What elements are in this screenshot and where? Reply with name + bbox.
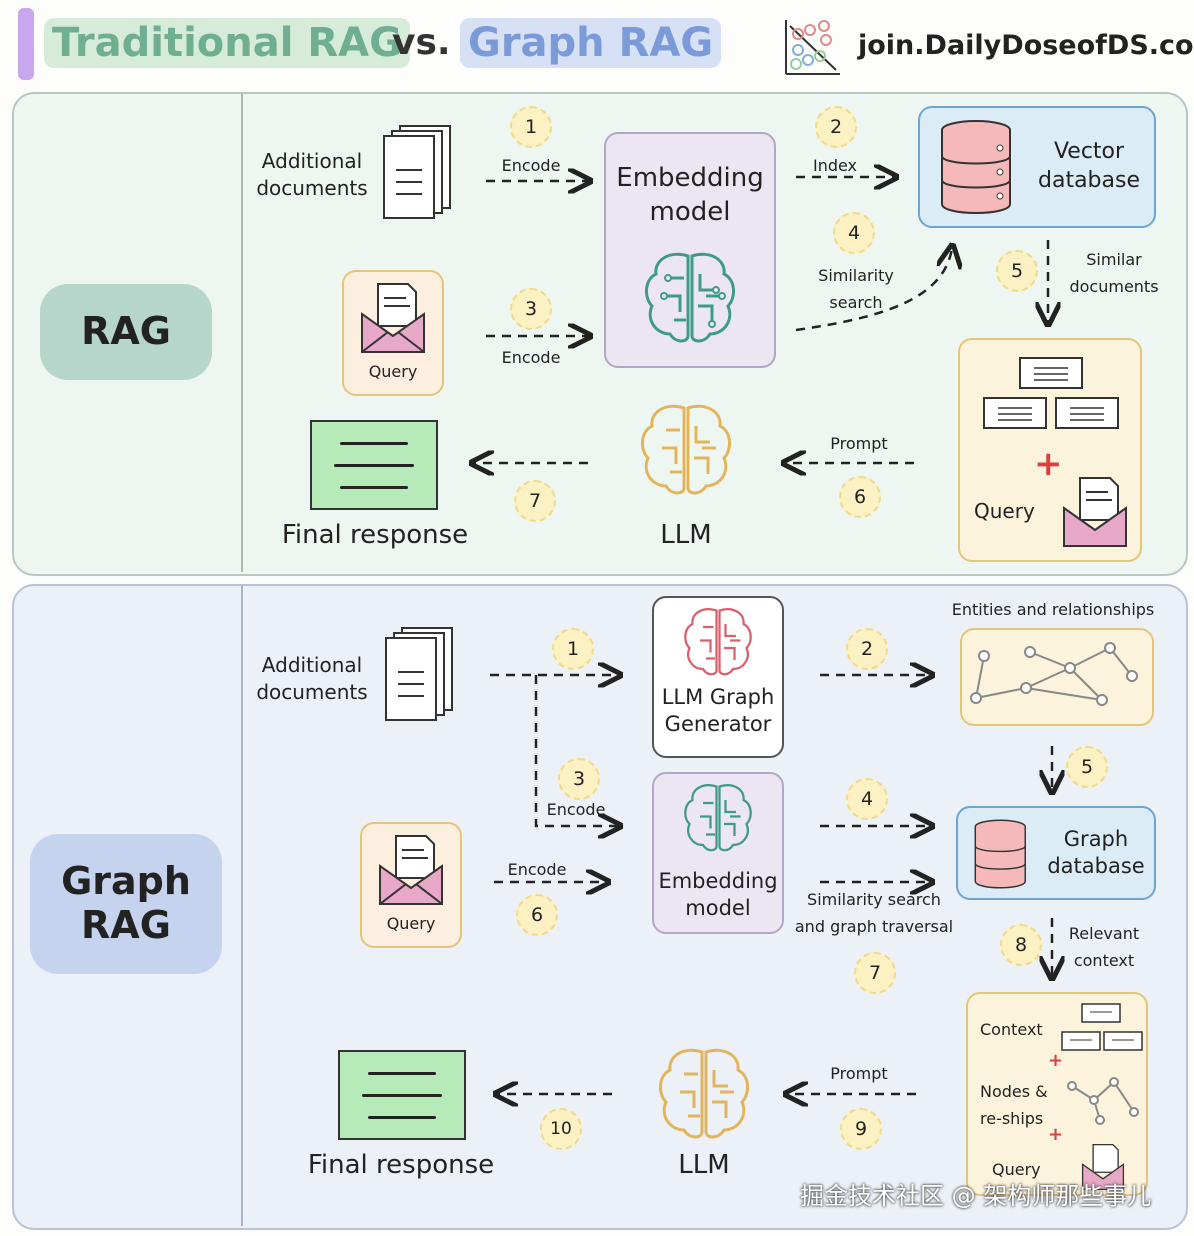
graph-network-icon [1067,1077,1139,1125]
graph-database-box: Graph database [956,806,1156,900]
relevant-context-label: Relevant context [1068,924,1140,971]
graph-query-label: Query [386,914,436,933]
graph-step-4-badge: 4 [846,778,888,820]
graph-final-response-label: Final response [307,1150,495,1180]
envelope-icon [379,835,443,905]
rag-final-response-card [310,420,438,510]
rag-final-response-label: Final response [281,520,469,550]
documents-icon [382,626,456,722]
plus-icon: + [1048,1124,1064,1145]
graph-network-icon [970,642,1138,706]
graph-llm-label: LLM [678,1150,730,1180]
rag-divider [241,94,243,572]
similarity-traversal-label: Similarity search and graph traversal [794,890,954,937]
rag-section-label: RAG [40,284,212,380]
rag-step-5-badge: 5 [996,250,1038,292]
graph-additional-docs-label: Additional documents [256,653,368,704]
rag-step-4-badge: 4 [833,212,875,254]
rag-query-card: Query [342,270,444,396]
rag-step-6-badge: 6 [839,476,881,518]
plus-icon: + [1048,1050,1064,1071]
rag-step-1-badge: 1 [510,106,552,148]
rag-encode-3-label: Encode [501,348,561,367]
envelope-icon [1063,477,1127,547]
rag-similar-documents-label: Similar documents [1069,250,1159,297]
title-accent-bar [18,8,34,80]
graph-query-card: Query [360,822,462,948]
graph-step-6-badge: 6 [516,894,558,936]
graph-step-9-badge: 9 [840,1108,882,1150]
brain-circuit-icon [645,252,735,343]
rag-similarity-search-label: Similarity search [818,266,894,313]
plus-icon: + [1034,444,1063,484]
rag-embedding-model-box: Embedding model [604,132,776,368]
graph-step-3-badge: 3 [558,758,600,800]
graph-step-5-badge: 5 [1066,746,1108,788]
database-icon [941,120,1011,214]
llm-graph-generator-label: LLM Graph Generator [661,685,775,737]
site-url: join.DailyDoseofDS.com [858,30,1194,61]
rag-embedding-model-label: Embedding model [616,163,764,227]
graph-step-7-badge: 7 [854,952,896,994]
rag-additional-docs-label: Additional documents [256,149,368,200]
graph-encode-6-label: Encode [507,860,567,879]
title-graph-rag: Graph RAG [460,18,722,68]
rag-prompt-label: Prompt [830,434,888,453]
envelope-icon [361,283,425,353]
rag-vector-database-label: Vector database [1038,139,1140,193]
graph-final-response-card [338,1050,466,1140]
envelope-icon [1081,1143,1125,1191]
database-icon [974,819,1026,889]
rag-step-2-badge: 2 [815,106,857,148]
graph-embedding-model-label: Embedding model [658,869,778,921]
graph-step-8-badge: 8 [1000,924,1042,966]
graph-step-1-badge: 1 [552,628,594,670]
rag-step-7-badge: 7 [514,480,556,522]
brain-circuit-icon [684,608,752,676]
graph-step-10-badge: 10 [540,1108,582,1150]
graph-step-2-badge: 2 [846,628,888,670]
rag-encode-1-label: Encode [501,156,561,175]
nodes-reships-label: Nodes & re-ships [980,1082,1048,1129]
scatter-logo-icon [778,16,844,80]
title-vs: vs. [392,22,451,63]
context-label: Context [980,1020,1043,1039]
graph-context-combo-box: Context + Nodes & re-ships + Query [966,992,1148,1196]
llm-graph-generator-box: LLM Graph Generator [652,596,784,758]
llm-brain-icon [641,404,731,495]
brain-circuit-icon [684,784,752,852]
watermark: 掘金技术社区 @ 架构师那些事儿 [800,1182,1152,1210]
rag-query-combo-label: Query [974,499,1035,523]
rag-vector-database-box: Vector database [918,106,1156,228]
rag-index-label: Index [812,156,858,175]
graph-database-label: Graph database [1047,827,1145,879]
graph-encode-3-label: Encode [546,800,606,819]
rag-step-3-badge: 3 [510,288,552,330]
graph-prompt-label: Prompt [830,1064,888,1083]
llm-brain-icon [659,1048,749,1139]
rag-query-label: Query [368,362,418,381]
documents-icon [380,124,454,220]
rag-llm-label: LLM [660,520,712,550]
title-traditional-rag: Traditional RAG [44,18,410,68]
graph-embedding-model-box: Embedding model [652,772,784,934]
graph-rag-section-label: Graph RAG [30,834,222,974]
graph-query-combo-label: Query [992,1160,1041,1179]
rag-query-combo-box: + Query [958,338,1142,562]
documents-hierarchy-icon [1061,1003,1143,1051]
documents-hierarchy-icon [983,357,1119,429]
graph-divider [241,586,243,1226]
entities-relationships-label: Entities and relationships [951,600,1155,619]
knowledge-graph-box [960,628,1154,726]
